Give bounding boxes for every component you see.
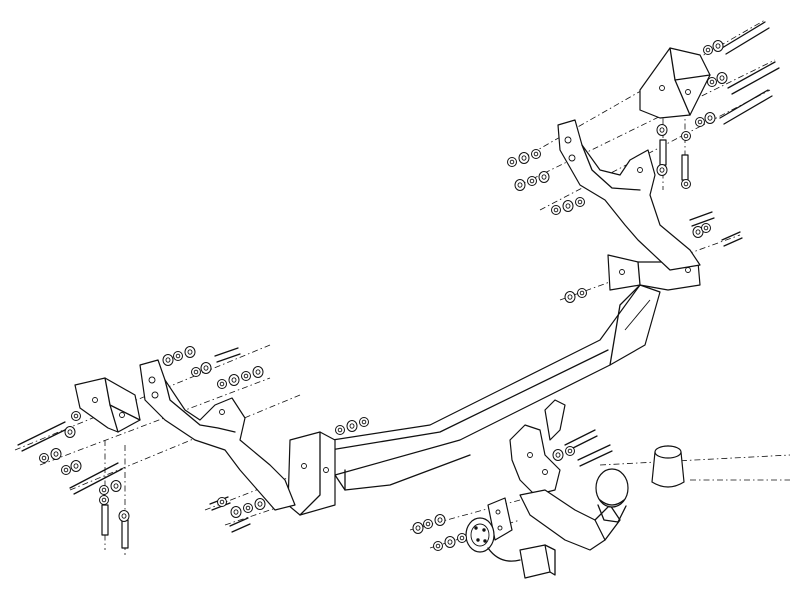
nut [61, 465, 71, 475]
nut [707, 77, 717, 87]
washer [656, 164, 668, 176]
nut [527, 176, 537, 186]
washer [562, 200, 574, 212]
nut [99, 495, 109, 505]
towball-neck [509, 399, 621, 551]
washer [254, 498, 266, 510]
washer [704, 112, 716, 124]
washer [716, 72, 728, 84]
nut [243, 503, 253, 513]
nut [241, 371, 251, 381]
nut [703, 45, 713, 55]
nut [577, 288, 587, 298]
towball [595, 468, 629, 523]
nut [173, 351, 183, 361]
washer [230, 506, 242, 518]
washer [564, 291, 576, 303]
nut [217, 497, 227, 507]
nut [695, 117, 705, 127]
right-chassis-plate [639, 47, 711, 119]
nut [71, 411, 81, 421]
washer [444, 536, 456, 548]
washer [656, 124, 668, 136]
washer [538, 171, 550, 183]
washer [110, 480, 122, 492]
washer [412, 522, 424, 534]
left-frame-plate [287, 431, 336, 516]
nut [681, 179, 691, 189]
washer [50, 448, 62, 460]
washer [712, 40, 724, 52]
nut [681, 131, 691, 141]
main-crossbar [299, 284, 661, 491]
nut [565, 446, 575, 456]
nut [701, 223, 711, 233]
washer [434, 514, 446, 526]
washer [252, 366, 264, 378]
nut [191, 367, 201, 377]
washer [514, 179, 526, 191]
electrical-socket [465, 517, 495, 553]
nut [507, 157, 517, 167]
right-mounting-bracket [557, 119, 701, 271]
left-mounting-bracket [139, 359, 296, 511]
nut [433, 541, 443, 551]
washer [518, 152, 530, 164]
nut [217, 379, 227, 389]
left-long-bolts [17, 347, 613, 533]
washer [184, 346, 196, 358]
nut [99, 485, 109, 495]
washer [64, 426, 76, 438]
wiring-connector [487, 544, 556, 579]
washer [200, 362, 212, 374]
nut [359, 417, 369, 427]
fasteners [39, 40, 728, 551]
nut [457, 533, 467, 543]
left-chassis-plate [74, 377, 141, 433]
washer [228, 374, 240, 386]
nut [39, 453, 49, 463]
washer [552, 449, 564, 461]
washer [118, 510, 130, 522]
vertical-bolts [101, 139, 689, 549]
nut [335, 425, 345, 435]
towball-cap [651, 445, 685, 488]
washer [70, 460, 82, 472]
nut [423, 519, 433, 529]
nut [551, 205, 561, 215]
nut [575, 197, 585, 207]
washer [346, 420, 358, 432]
nut [531, 149, 541, 159]
washer [162, 354, 174, 366]
right-long-bolts [689, 21, 780, 247]
